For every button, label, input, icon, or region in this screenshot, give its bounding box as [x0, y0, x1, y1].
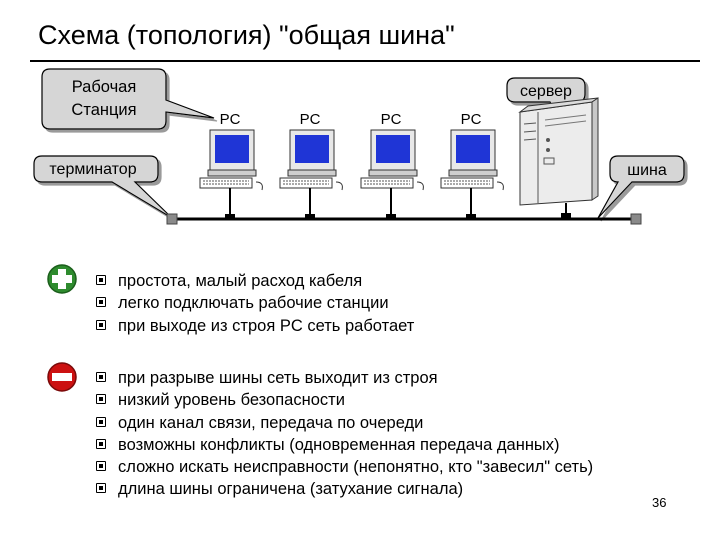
bullet-icon: [96, 319, 106, 330]
title-underline: [30, 60, 700, 62]
right-terminator: [630, 213, 642, 225]
bus-label: шина: [627, 162, 667, 179]
disadvantage-text: длина шины ограничена (затухание сигнала…: [118, 480, 464, 499]
workstation-1: [199, 129, 263, 219]
list-item: сложно искать неисправности (непонятно, …: [96, 456, 593, 478]
plus-icon: [47, 264, 77, 294]
list-item: при выходе из строя PC сеть работает: [96, 315, 414, 337]
bullet-icon: [96, 275, 106, 285]
server-label: сервер: [520, 83, 572, 100]
disadvantages-list: при разрыве шины сеть выходит из строя н…: [96, 367, 593, 501]
disadvantage-text: при разрыве шины сеть выходит из строя: [118, 369, 438, 387]
workstation-label-line-1: Рабочая: [72, 78, 137, 96]
workstation-label-line-2: Станция: [71, 101, 136, 119]
advantages-list: простота, малый расход кабеля легко подк…: [96, 270, 414, 337]
workstation-3: [360, 129, 424, 219]
bullet-icon: [96, 483, 106, 494]
list-item: низкий уровень безопасности: [96, 389, 593, 411]
advantage-text: при выходе из строя PC сеть работает: [118, 316, 415, 335]
bullet-icon: [96, 297, 106, 308]
workstation-callout: [41, 68, 215, 130]
workstation-4: [440, 129, 504, 219]
bullet-icon: [96, 438, 106, 449]
workstation-2: [279, 129, 343, 219]
terminator-callout: [33, 155, 173, 219]
list-item: один канал связи, передача по очереди: [96, 412, 593, 434]
disadvantage-text: сложно искать неисправности (непонятно, …: [118, 458, 594, 477]
left-terminator: [166, 213, 178, 225]
pc-label-2: PC: [300, 111, 321, 128]
bullet-icon: [96, 416, 106, 427]
pc-label-1: PC: [220, 111, 241, 128]
pc-label-4: PC: [461, 111, 482, 128]
bullet-icon: [96, 461, 106, 472]
list-item: при разрыве шины сеть выходит из строя: [96, 367, 593, 389]
list-item: простота, малый расход кабеля: [96, 270, 414, 292]
terminator-label: терминатор: [49, 161, 136, 178]
bullet-icon: [96, 372, 106, 382]
server-tower: [518, 97, 599, 218]
advantage-text: легко подключать рабочие станции: [118, 294, 389, 313]
bus-callout: [597, 155, 685, 219]
minus-icon: [47, 362, 77, 392]
list-item: легко подключать рабочие станции: [96, 292, 414, 314]
bus-topology-diagram: Рабочая Станция сервер терминатор шина P…: [33, 68, 685, 225]
disadvantage-text: один канал связи, передача по очереди: [118, 413, 424, 432]
advantage-text: простота, малый расход кабеля: [118, 272, 363, 290]
slide-title: Схема (топология) "общая шина": [38, 20, 455, 50]
page-number: 36: [652, 495, 667, 510]
list-item: возможны конфликты (одновременная переда…: [96, 434, 593, 456]
pc-label-3: PC: [381, 111, 402, 128]
disadvantage-text: возможны конфликты (одновременная переда…: [118, 435, 560, 454]
bullet-icon: [96, 394, 106, 405]
disadvantage-text: низкий уровень безопасности: [118, 391, 345, 410]
list-item: длина шины ограничена (затухание сигнала…: [96, 478, 593, 500]
